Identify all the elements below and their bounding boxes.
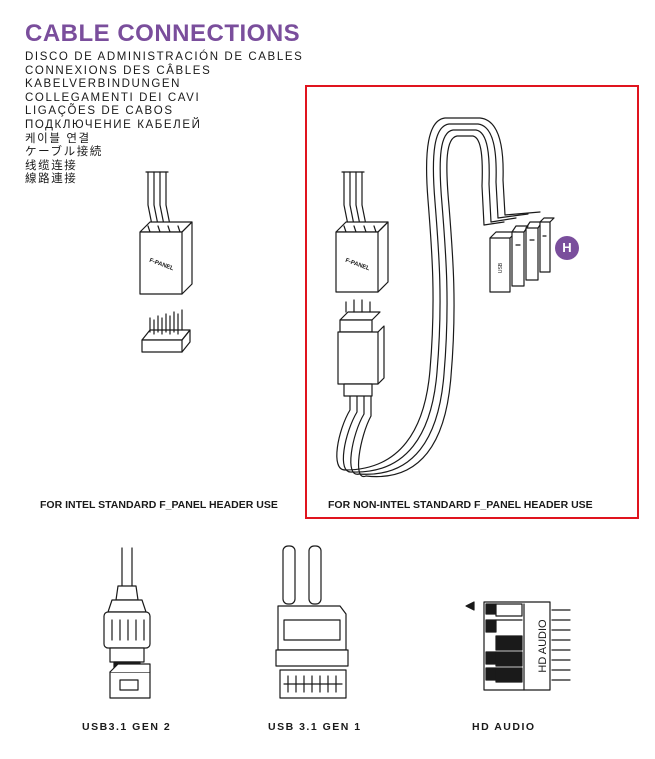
translation-list: DISCO DE ADMINISTRACIÓN DE CABLES CONNEX…: [25, 51, 303, 187]
callout-badge-h: H: [555, 236, 579, 260]
translation-fr: CONNEXIONS DES CÂBLES: [25, 64, 212, 77]
hd-audio-side-label: HD AUDIO: [537, 619, 549, 673]
usb31-gen2-connector-illustration: [103, 547, 151, 699]
usb31-gen1-caption: USB 3.1 GEN 1: [268, 721, 362, 733]
translation-zh-tw: 線路連接: [25, 173, 78, 186]
translation-pt: LIGAÇÕES DE CABOS: [25, 105, 174, 118]
non-intel-highlight-frame: [305, 85, 639, 519]
intel-fpanel-connector-illustration: F-PANEL: [139, 171, 193, 353]
translation-ko: 케이블 연결: [25, 132, 91, 145]
translation-ja: ケーブル接続: [25, 146, 103, 159]
non-intel-fpanel-cable-illustration: F-PANEL USB: [335, 117, 555, 478]
hd-audio-connector-illustration: HD AUDIO: [465, 601, 571, 691]
translation-ru: ПОДКЛЮЧЕНИЕ КАБЕЛЕЙ: [25, 118, 202, 131]
page-title: CABLE CONNECTIONS: [25, 20, 301, 47]
translation-it: COLLEGAMENTI DEI CAVI: [25, 91, 201, 104]
translation-zh-cn: 线缆连接: [25, 159, 78, 172]
translation-es: DISCO DE ADMINISTRACIÓN DE CABLES: [25, 51, 304, 63]
intel-fpanel-caption: FOR INTEL STANDARD F_PANEL HEADER USE: [40, 499, 278, 511]
usb31-gen1-connector-illustration: [275, 545, 349, 699]
usb31-gen2-caption: USB3.1 GEN 2: [82, 721, 172, 733]
svg-text:USB: USB: [498, 262, 504, 273]
non-intel-fpanel-caption: FOR NON-INTEL STANDARD F_PANEL HEADER US…: [328, 499, 593, 511]
hd-audio-caption: HD AUDIO: [472, 721, 536, 733]
translation-de: KABELVERBINDUNGEN: [25, 78, 182, 91]
